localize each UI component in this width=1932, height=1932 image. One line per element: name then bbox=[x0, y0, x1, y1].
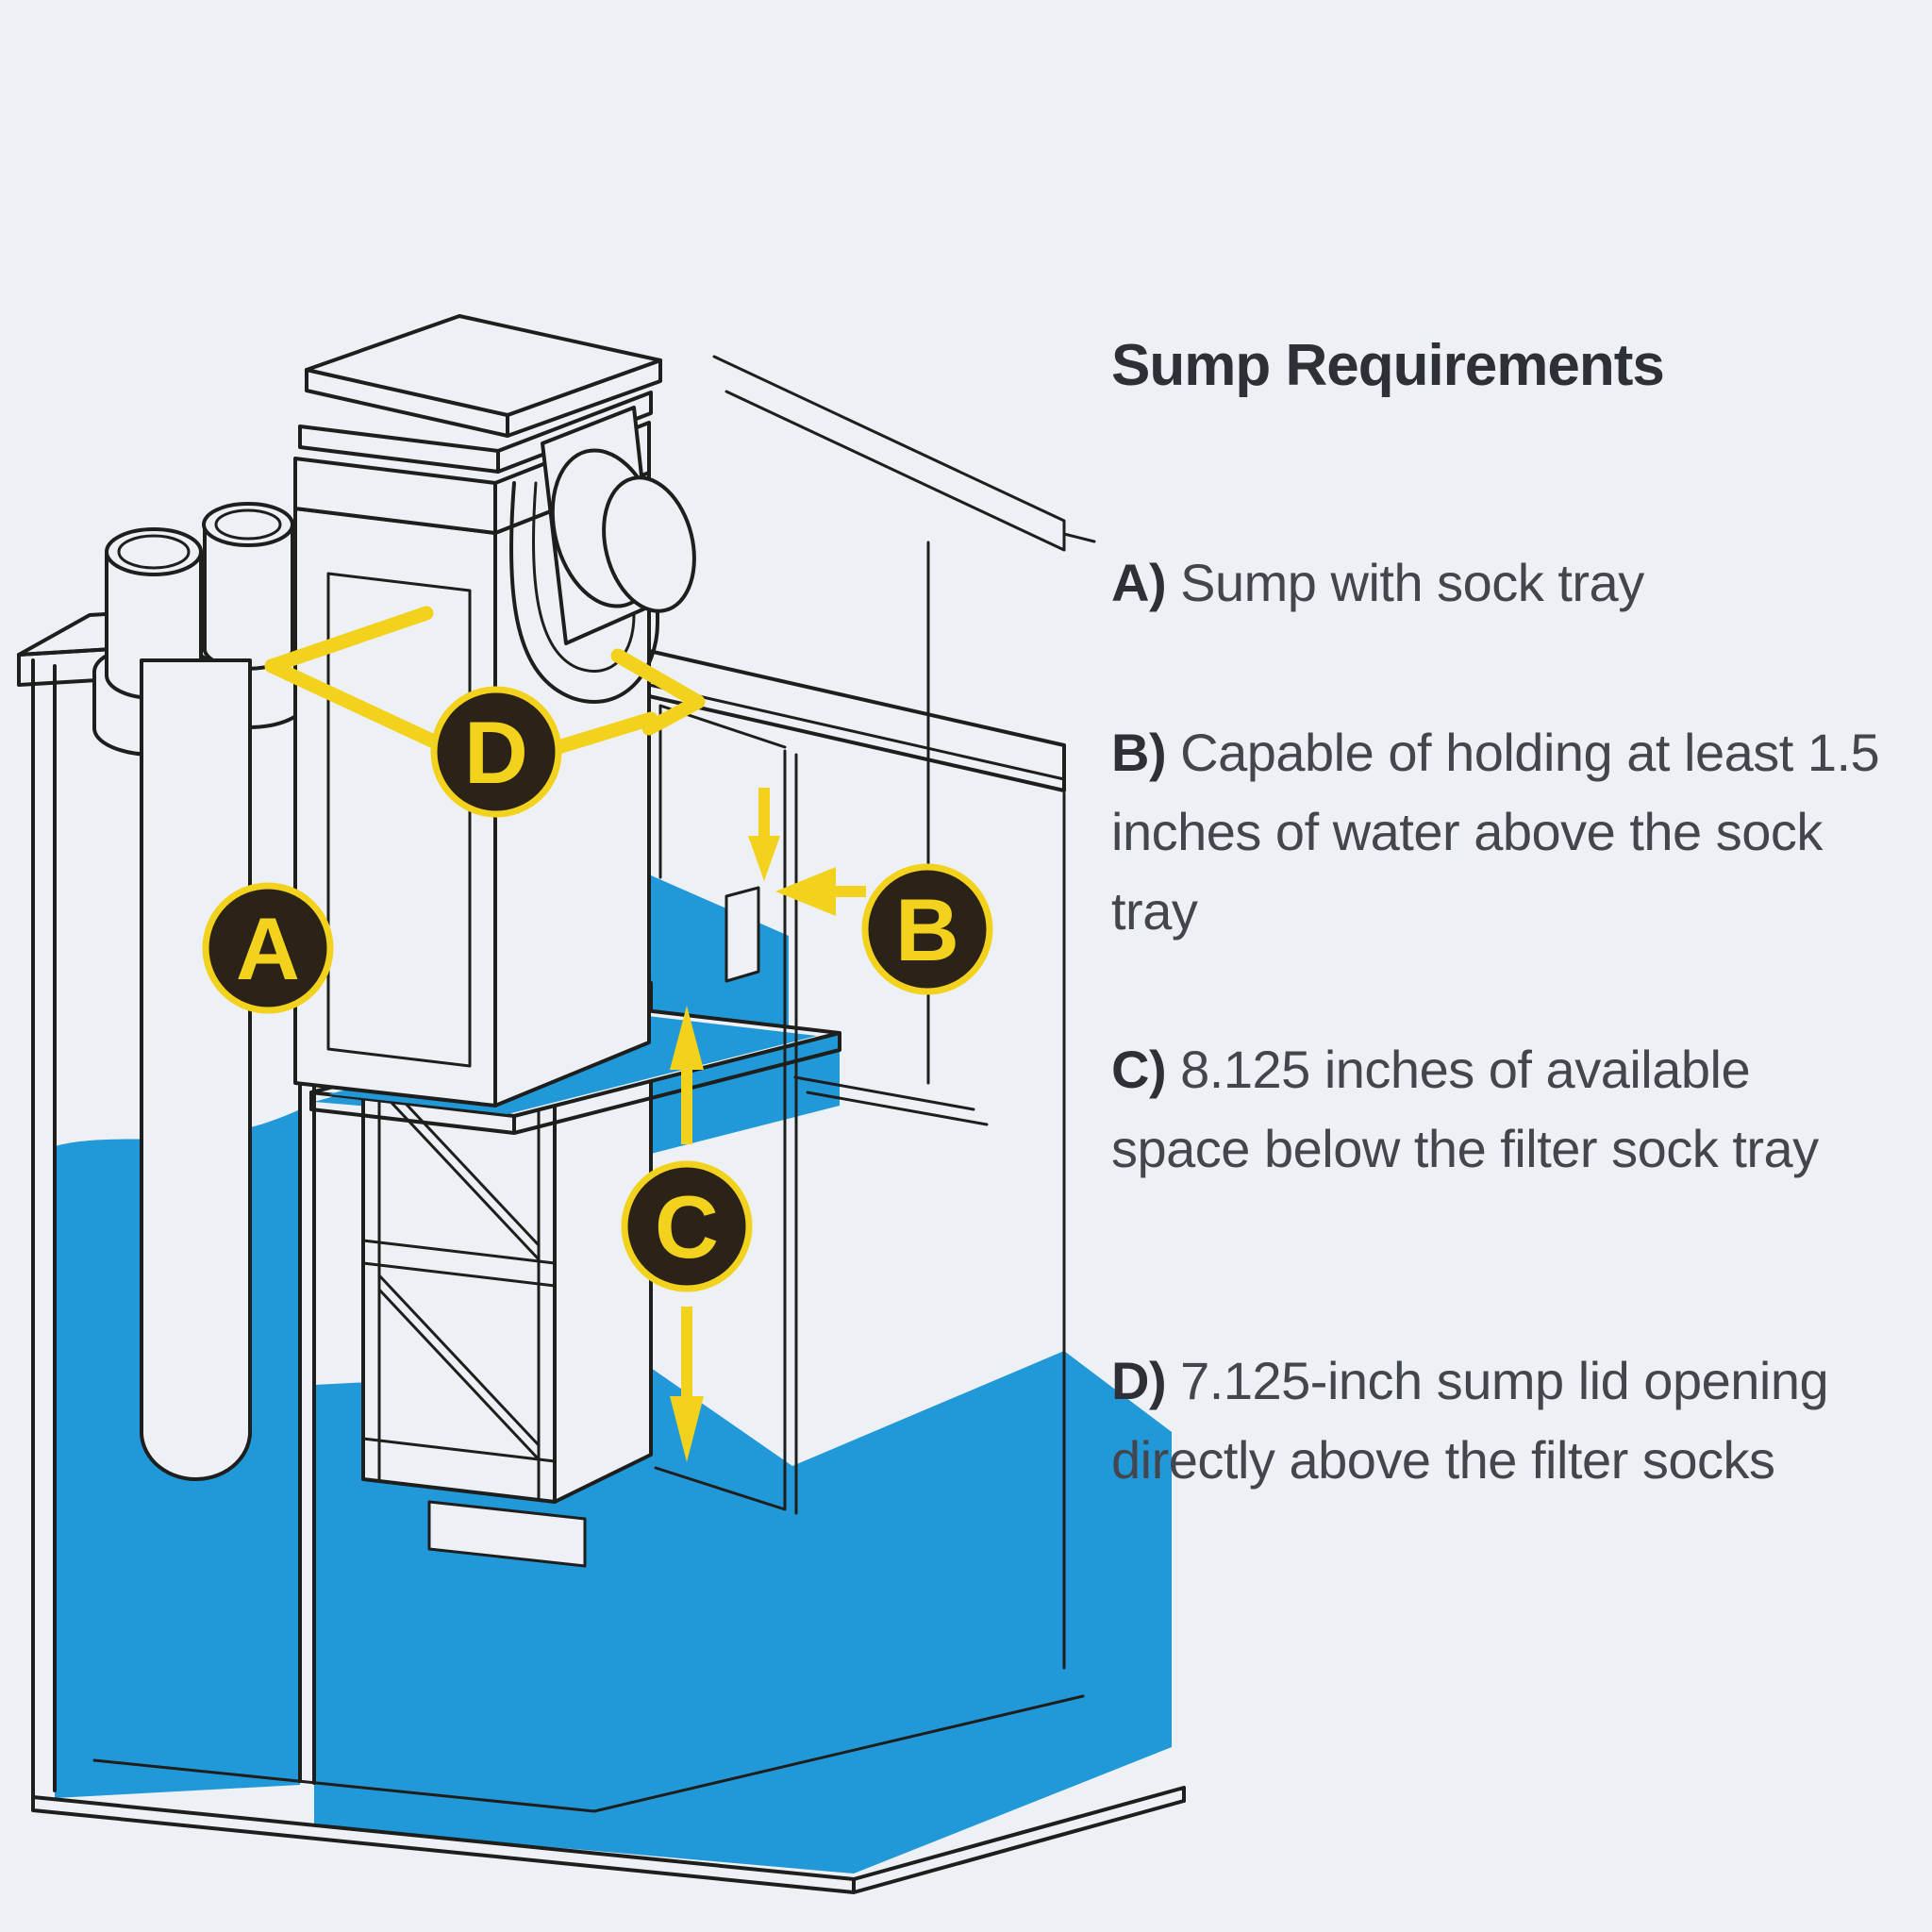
arrow-left-waterline-icon bbox=[775, 867, 866, 916]
requirement-d-text: 7.125-inch sump lid opening directly abo… bbox=[1111, 1351, 1829, 1490]
pipe-end-cap bbox=[602, 475, 696, 613]
dimension-arrows bbox=[670, 788, 866, 1462]
sump-lid-panel bbox=[647, 649, 1066, 792]
requirement-b: B) Capable of holding at least 1.5 inche… bbox=[1111, 713, 1892, 951]
badge-d: D bbox=[430, 686, 562, 818]
svg-text:C: C bbox=[655, 1177, 719, 1276]
requirement-d-label: D) bbox=[1111, 1351, 1167, 1410]
requirement-c-text: 8.125 inches of available space below th… bbox=[1111, 1040, 1819, 1178]
requirement-b-text: Capable of holding at least 1.5 inches o… bbox=[1111, 723, 1880, 941]
requirement-a-text: Sump with sock tray bbox=[1166, 553, 1644, 612]
badge-a: A bbox=[202, 882, 334, 1014]
badge-b: B bbox=[861, 863, 993, 995]
badge-c: C bbox=[621, 1160, 753, 1292]
sump-lid-panel-inner-edge bbox=[647, 683, 1066, 781]
filter-sock-box bbox=[293, 314, 696, 1108]
box-front-inset-panel bbox=[326, 572, 472, 1068]
tank-floor-lines bbox=[92, 1694, 1085, 1813]
drain-pipe bbox=[140, 658, 253, 1481]
tank-base-edges bbox=[31, 1786, 1186, 1894]
requirement-a-label: A) bbox=[1111, 553, 1167, 612]
requirement-c: C) 8.125 inches of available space below… bbox=[1111, 1030, 1892, 1189]
svg-text:D: D bbox=[464, 703, 528, 802]
arrow-down-c-icon bbox=[670, 1307, 704, 1462]
sump-lid-top bbox=[305, 314, 662, 417]
requirement-c-label: C) bbox=[1111, 1040, 1167, 1099]
arrow-up-c-icon bbox=[670, 1006, 704, 1144]
svg-text:B: B bbox=[895, 880, 959, 979]
pipe-flange bbox=[541, 406, 696, 645]
requirement-d: D) 7.125-inch sump lid opening directly … bbox=[1111, 1341, 1892, 1500]
requirement-a: A) Sump with sock tray bbox=[1111, 543, 1892, 623]
panel-title: Sump Requirements bbox=[1111, 333, 1665, 398]
elbow-bracket-inner bbox=[531, 481, 636, 673]
tray-tab-right bbox=[724, 886, 760, 983]
arrow-down-water-icon bbox=[748, 788, 780, 881]
glass-panel-edges bbox=[654, 704, 1066, 1670]
svg-text:A: A bbox=[236, 899, 300, 998]
requirement-b-label: B) bbox=[1111, 723, 1167, 782]
tank-left-wall bbox=[31, 658, 57, 1799]
stand-foot bbox=[427, 1500, 587, 1568]
elbow-bracket-outer bbox=[508, 481, 659, 704]
label-badges: D A B C bbox=[202, 686, 993, 1292]
stand-rail-beams bbox=[712, 355, 1096, 552]
